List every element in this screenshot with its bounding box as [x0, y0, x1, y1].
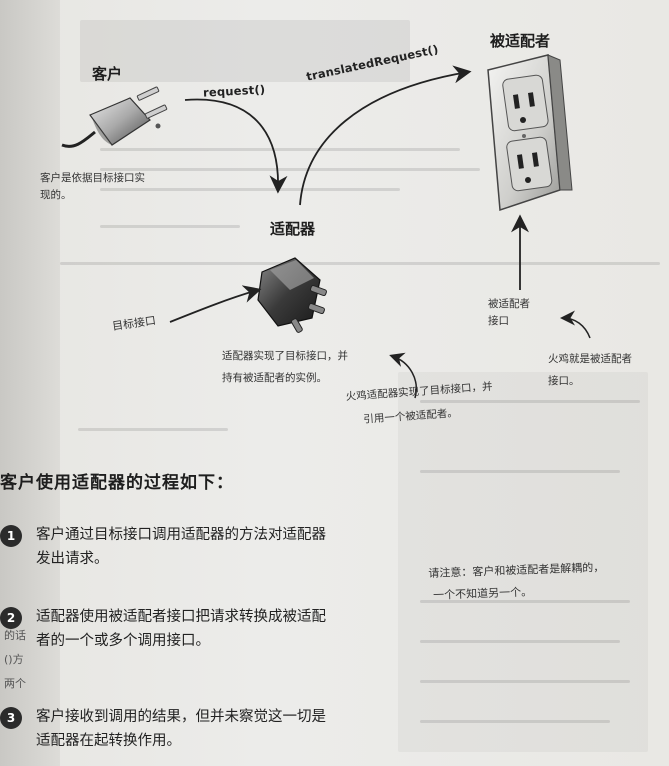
bleed-through-line — [420, 640, 620, 643]
decoupling-note: 请注意：客户和被适配者是解耦的， 一个不知道另一个。 — [428, 560, 605, 602]
client-plug-icon — [61, 86, 168, 148]
bleed-through-line — [100, 188, 400, 191]
bleed-through-line — [420, 680, 630, 683]
adapter-note: 适配器实现了目标接口，并 持有被适配者的实例。 — [222, 350, 348, 384]
turkey-adapter-note: 火鸡适配器实现了目标接口，并 引用一个被适配者。 — [345, 380, 493, 426]
margin-fragment: 的话 — [4, 629, 26, 642]
bleed-through-line — [420, 720, 610, 723]
process-step: 2 适配器使用被适配者接口把请求转换成被适配 者的一个或多个调用接口。 — [0, 605, 391, 653]
translated-request-arrow — [299, 65, 472, 206]
bleed-through-column — [398, 372, 648, 752]
bleed-through-line — [60, 262, 660, 265]
bleed-through-line — [420, 470, 620, 473]
step-number: 2 — [0, 607, 22, 629]
process-step: 3 客户接收到调用的结果，但并未察觉这一切是 适配器在起转换作用。 — [0, 705, 391, 753]
client-label: 客户 — [92, 65, 123, 83]
turkey-note: 火鸡就是被适配者 接口。 — [548, 353, 632, 387]
bleed-through-line — [420, 600, 630, 603]
process-title: 客户使用适配器的过程如下： — [0, 473, 234, 493]
bleed-through-line — [100, 148, 460, 151]
margin-fragment: ()方 — [4, 653, 24, 666]
bleed-through-line — [100, 225, 240, 228]
adaptee-label: 被适配者 — [490, 32, 551, 50]
adaptee-outlet-icon — [487, 54, 573, 212]
adapter-plug-icon — [257, 257, 327, 333]
bleed-through-line — [420, 400, 640, 403]
target-interface-arrow — [169, 285, 262, 323]
adapter-label: 适配器 — [270, 220, 316, 238]
client-note: 客户是依据目标接口实 现的。 — [40, 172, 145, 201]
request-arrow — [184, 98, 288, 194]
turkey-pointer-arrow — [560, 310, 591, 339]
previous-page-edge — [0, 0, 60, 766]
bleed-through-line — [100, 168, 480, 171]
step-number: 3 — [0, 707, 22, 729]
process-step: 1 客户通过目标接口调用适配器的方法对适配器 发出请求。 — [0, 523, 391, 571]
bleed-through-line — [78, 428, 228, 431]
margin-fragment: 两个 — [4, 677, 26, 690]
adaptee-interface-label: 被适配者 接口 — [488, 298, 530, 327]
bleed-through-box — [80, 20, 410, 82]
turkey-adapter-pointer-arrow — [389, 352, 417, 399]
step-number: 1 — [0, 525, 22, 547]
